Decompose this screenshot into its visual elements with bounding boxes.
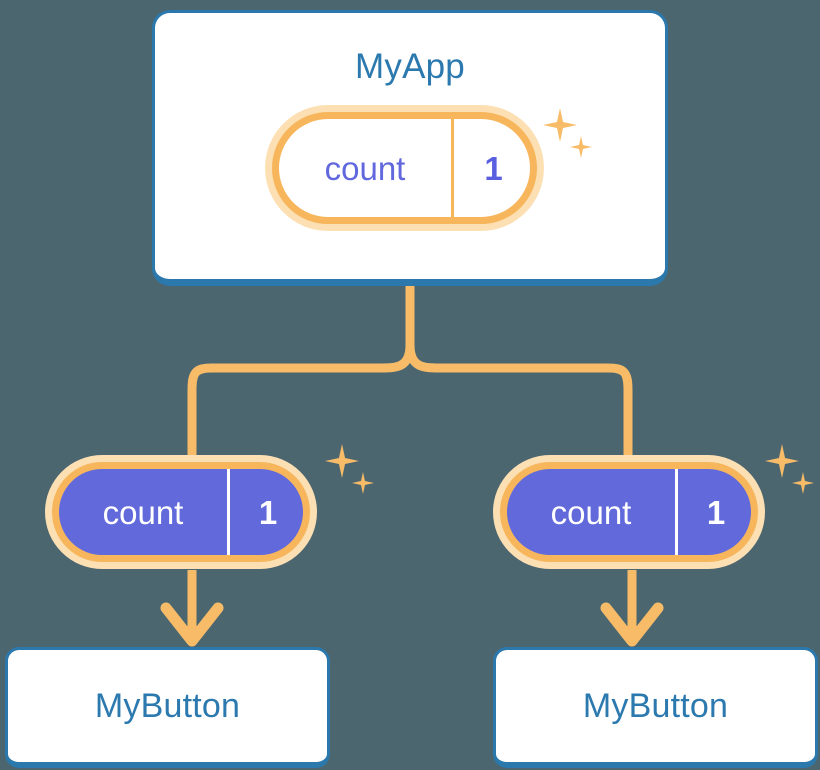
component-title: MyApp [355, 47, 465, 86]
sparkle-small-icon [352, 472, 374, 494]
arrow-head-left [160, 602, 224, 647]
state-pill[interactable]: count 1 [52, 462, 310, 562]
state-value: 1 [675, 469, 751, 555]
sparkle-small-icon [792, 472, 814, 494]
component-title: MyButton [582, 686, 729, 725]
component-card-mybutton-right[interactable]: MyButton [493, 647, 818, 768]
connector-branch-left [187, 340, 415, 467]
state-pill-mybutton-left[interactable]: count 1 [52, 462, 310, 562]
state-pill-mybutton-right[interactable]: count 1 [500, 462, 758, 562]
component-card-mybutton-left[interactable]: MyButton [5, 647, 330, 768]
state-key: count [102, 493, 184, 531]
component-title: MyButton [94, 686, 241, 725]
state-value: 1 [451, 119, 530, 217]
state-pill[interactable]: count 1 [272, 112, 537, 224]
state-key: count [324, 149, 406, 187]
sparkle-icon [765, 444, 799, 478]
arrow-head-right [600, 602, 664, 647]
connector-branch-right [405, 340, 633, 467]
sparkle-icon [325, 444, 359, 478]
state-pill-myapp[interactable]: count 1 [272, 112, 537, 224]
state-key: count [550, 493, 632, 531]
state-value: 1 [227, 469, 303, 555]
state-pill[interactable]: count 1 [500, 462, 758, 562]
